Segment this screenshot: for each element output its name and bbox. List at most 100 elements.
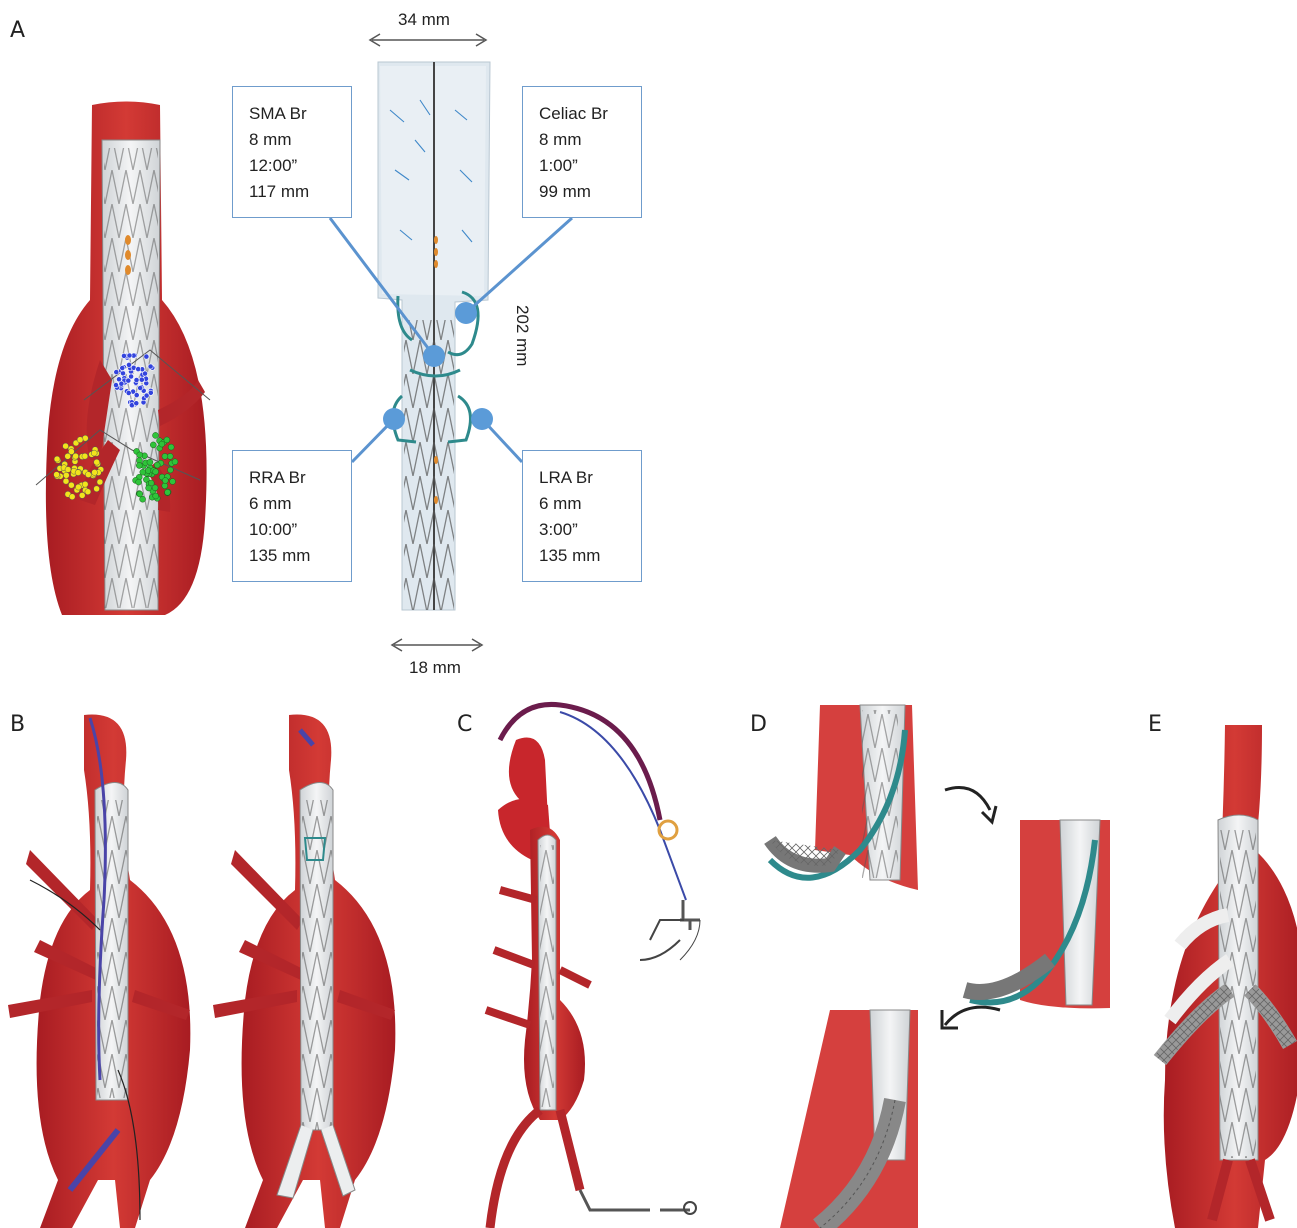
scatter-dot — [65, 467, 71, 473]
callout-name: RRA Br — [249, 465, 351, 491]
scatter-dot — [144, 393, 149, 398]
callout-distance: 99 mm — [539, 179, 641, 205]
scatter-dot — [154, 462, 160, 468]
scatter-dot — [79, 492, 85, 498]
scatter-dot — [69, 494, 75, 500]
scatter-dot — [82, 453, 88, 459]
panel-d-illustration — [770, 705, 1110, 1228]
scatter-dot — [75, 470, 81, 476]
scatter-dot — [150, 442, 156, 448]
scatter-dot — [91, 450, 97, 456]
scatter-dot — [127, 353, 132, 358]
scatter-dot — [114, 370, 119, 375]
scatter-dot — [85, 489, 91, 495]
scatter-dot — [134, 393, 139, 398]
scatter-dot — [85, 472, 91, 478]
bottom-width-label: 18 mm — [409, 658, 461, 678]
scatter-dot — [73, 453, 79, 459]
scatter-dot — [140, 469, 146, 475]
scatter-dot — [165, 489, 171, 495]
scatter-dot — [92, 469, 98, 475]
panel-b-illustration — [8, 715, 395, 1228]
callout-lra-branch: LRA Br 6 mm 3:00” 135 mm — [522, 450, 642, 582]
scatter-dot — [63, 478, 69, 484]
scatter-dot — [94, 486, 100, 492]
callout-name: LRA Br — [539, 465, 641, 491]
scatter-dot — [139, 377, 144, 382]
scatter-dot — [120, 365, 125, 370]
scatter-dot — [153, 432, 159, 438]
scatter-dot — [77, 437, 83, 443]
scatter-dot — [126, 390, 131, 395]
scatter-dot — [170, 479, 176, 485]
callout-sma-branch: SMA Br 8 mm 12:00” 117 mm — [232, 86, 352, 218]
scatter-dot — [146, 485, 152, 491]
callout-name: Celiac Br — [539, 101, 641, 127]
callout-diameter: 8 mm — [539, 127, 641, 153]
callout-clock: 1:00” — [539, 153, 641, 179]
panel-label-a: A — [10, 18, 25, 43]
callout-celiac-branch: Celiac Br 8 mm 1:00” 99 mm — [522, 86, 642, 218]
scatter-dot — [153, 469, 159, 475]
scatter-dot — [65, 453, 71, 459]
scatter-dot — [129, 374, 134, 379]
callout-distance: 117 mm — [249, 179, 351, 205]
scatter-dot — [75, 484, 81, 490]
scatter-dot — [82, 481, 88, 487]
callout-clock: 3:00” — [539, 517, 641, 543]
callout-name: SMA Br — [249, 101, 351, 127]
panel-label-e: E — [1148, 712, 1162, 737]
panel-label-b: B — [10, 712, 25, 737]
scatter-dot — [144, 354, 149, 359]
scatter-dot — [140, 496, 146, 502]
scatter-dot — [97, 479, 103, 485]
callout-diameter: 6 mm — [249, 491, 351, 517]
scatter-dot — [159, 441, 165, 447]
scatter-dot — [94, 459, 100, 465]
scatter-dot — [136, 463, 142, 469]
scatter-dot — [134, 401, 139, 406]
scatter-dot — [152, 485, 158, 491]
scatter-dot — [148, 364, 153, 369]
callout-clock: 12:00” — [249, 153, 351, 179]
scatter-dot — [63, 443, 69, 449]
callout-diameter: 6 mm — [539, 491, 641, 517]
top-width-label: 34 mm — [398, 10, 450, 30]
panel-a-aorta-illustration — [36, 102, 210, 616]
scatter-dot — [136, 367, 141, 372]
scatter-dot — [138, 385, 143, 390]
scatter-dot — [172, 459, 178, 465]
scatter-dot — [164, 437, 170, 443]
scatter-dot — [167, 467, 173, 473]
scatter-dot — [134, 377, 139, 382]
callout-distance: 135 mm — [539, 543, 641, 569]
scatter-dot — [121, 353, 126, 358]
scatter-dot — [136, 479, 142, 485]
callout-diameter: 8 mm — [249, 127, 351, 153]
scatter-dot — [162, 478, 168, 484]
callout-rra-branch: RRA Br 6 mm 10:00” 135 mm — [232, 450, 352, 582]
scatter-dot — [168, 444, 174, 450]
length-label: 202 mm — [512, 305, 532, 366]
scatter-dot — [145, 468, 151, 474]
scatter-dot — [113, 383, 118, 388]
callout-distance: 135 mm — [249, 543, 351, 569]
scatter-dot — [162, 453, 168, 459]
panel-e-illustration — [1160, 725, 1297, 1228]
scatter-dot — [68, 482, 74, 488]
panel-label-c: C — [457, 712, 472, 737]
scatter-dot — [54, 472, 60, 478]
scatter-dot — [120, 371, 125, 376]
scatter-dot — [137, 452, 143, 458]
panel-c-illustration — [486, 704, 700, 1228]
scatter-dot — [153, 493, 159, 499]
scatter-dot — [54, 456, 60, 462]
panel-label-d: D — [750, 712, 767, 737]
scatter-dot — [63, 472, 69, 478]
scatter-dot — [147, 459, 153, 465]
callout-clock: 10:00” — [249, 517, 351, 543]
scatter-dot — [126, 362, 131, 367]
scatter-dot — [119, 381, 124, 386]
